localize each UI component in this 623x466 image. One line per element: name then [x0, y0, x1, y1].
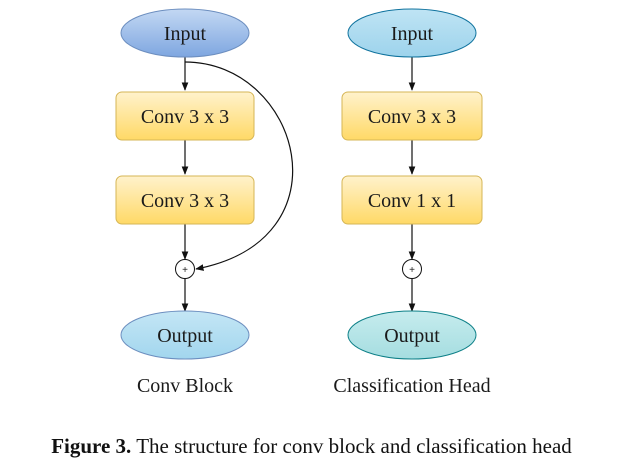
figure-caption-text: The structure for conv block and classif… — [136, 434, 572, 458]
conv-block-conv2-label: Conv 3 x 3 — [141, 190, 229, 212]
conv-block-add-symbol: + — [182, 265, 188, 276]
classification-head-title: Classification Head — [333, 375, 490, 397]
head-conv2-node: Conv 1 x 1 — [341, 175, 483, 225]
figure-caption: Figure 3. The structure for conv block a… — [0, 434, 623, 459]
head-conv2-label: Conv 1 x 1 — [368, 190, 456, 212]
head-input-node: Input — [347, 8, 477, 58]
head-add-node: + — [402, 259, 422, 279]
conv-block-add-node: + — [175, 259, 195, 279]
conv-block-input-node: Input — [120, 8, 250, 58]
conv-block-conv1-node: Conv 3 x 3 — [115, 91, 255, 141]
edge-skip-connection — [184, 61, 294, 271]
classification-head-diagram: Input Conv 3 x 3 Conv 1 x 1 + Output Cla… — [333, 8, 491, 397]
conv-block-output-label: Output — [157, 325, 213, 347]
head-conv1-node: Conv 3 x 3 — [341, 91, 483, 141]
head-output-label: Output — [384, 325, 440, 347]
figure-number: Figure 3. — [51, 434, 132, 458]
conv-block-output-node: Output — [120, 310, 250, 360]
conv-block-input-label: Input — [164, 23, 207, 45]
conv-block-conv1-label: Conv 3 x 3 — [141, 106, 229, 128]
head-add-symbol: + — [409, 265, 415, 276]
head-input-label: Input — [391, 23, 434, 45]
head-output-node: Output — [347, 310, 477, 360]
conv-block-conv2-node: Conv 3 x 3 — [115, 175, 255, 225]
conv-block-title: Conv Block — [137, 375, 233, 397]
conv-block-diagram: Input Conv 3 x 3 Conv 3 x 3 + Output Con… — [115, 8, 294, 397]
head-conv1-label: Conv 3 x 3 — [368, 106, 456, 128]
